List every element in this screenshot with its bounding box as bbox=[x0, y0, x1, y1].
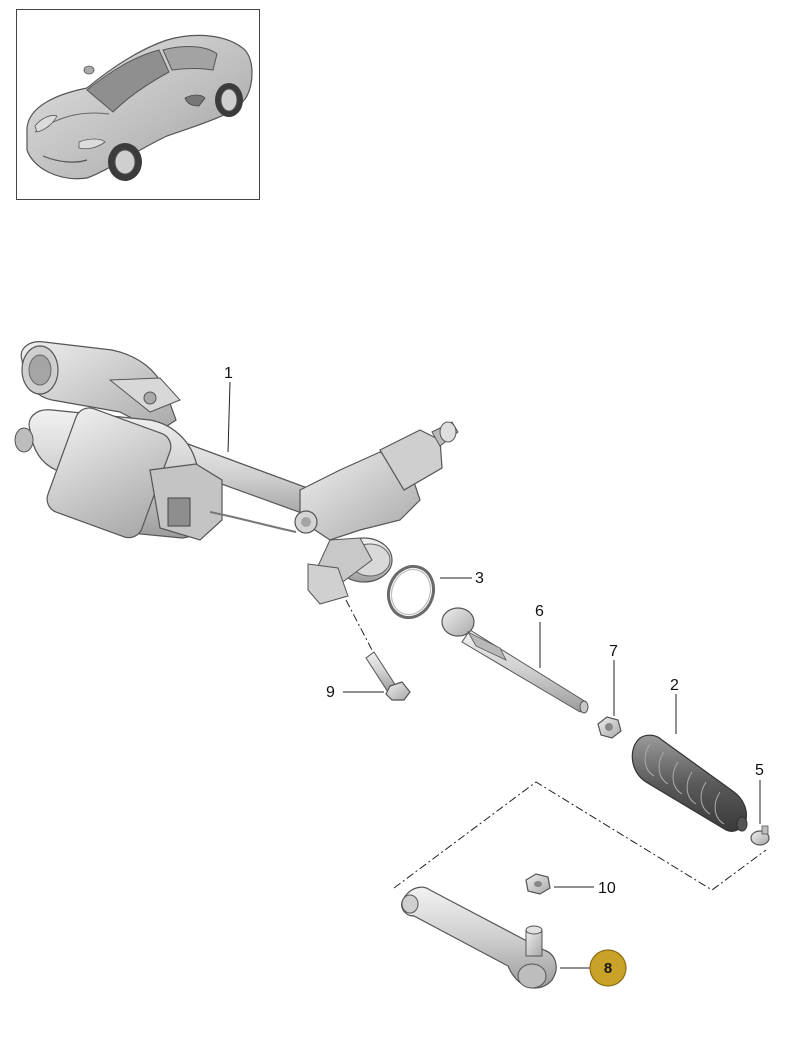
car-thumbnail-icon bbox=[26, 34, 253, 181]
callout-7[interactable]: 7 bbox=[609, 643, 618, 660]
assembly-outline bbox=[345, 599, 767, 891]
callout-1[interactable]: 1 bbox=[224, 365, 233, 382]
steering-boot-part[interactable] bbox=[631, 734, 748, 832]
callout-3[interactable]: 3 bbox=[475, 570, 484, 587]
vehicle-thumbnail bbox=[16, 9, 260, 200]
bolt-part[interactable] bbox=[365, 651, 411, 701]
tie-rod-end-part[interactable] bbox=[401, 886, 557, 989]
callout-9[interactable]: 9 bbox=[326, 684, 335, 701]
clamp-part[interactable] bbox=[750, 825, 770, 846]
callout-8[interactable]: 8 bbox=[604, 960, 612, 977]
callout-2[interactable]: 2 bbox=[670, 677, 679, 694]
callout-10[interactable]: 10 bbox=[598, 880, 616, 897]
tie-rod-part[interactable] bbox=[441, 607, 589, 714]
callout-5[interactable]: 5 bbox=[755, 762, 764, 779]
nut-part[interactable] bbox=[597, 716, 622, 739]
leader-lines bbox=[227, 381, 761, 969]
self-locking-nut-part[interactable] bbox=[525, 873, 551, 895]
callout-8-highlight[interactable]: 8 bbox=[589, 949, 627, 987]
steering-gear-part[interactable] bbox=[14, 341, 459, 605]
callout-6[interactable]: 6 bbox=[535, 603, 544, 620]
o-ring-part[interactable] bbox=[381, 560, 440, 624]
